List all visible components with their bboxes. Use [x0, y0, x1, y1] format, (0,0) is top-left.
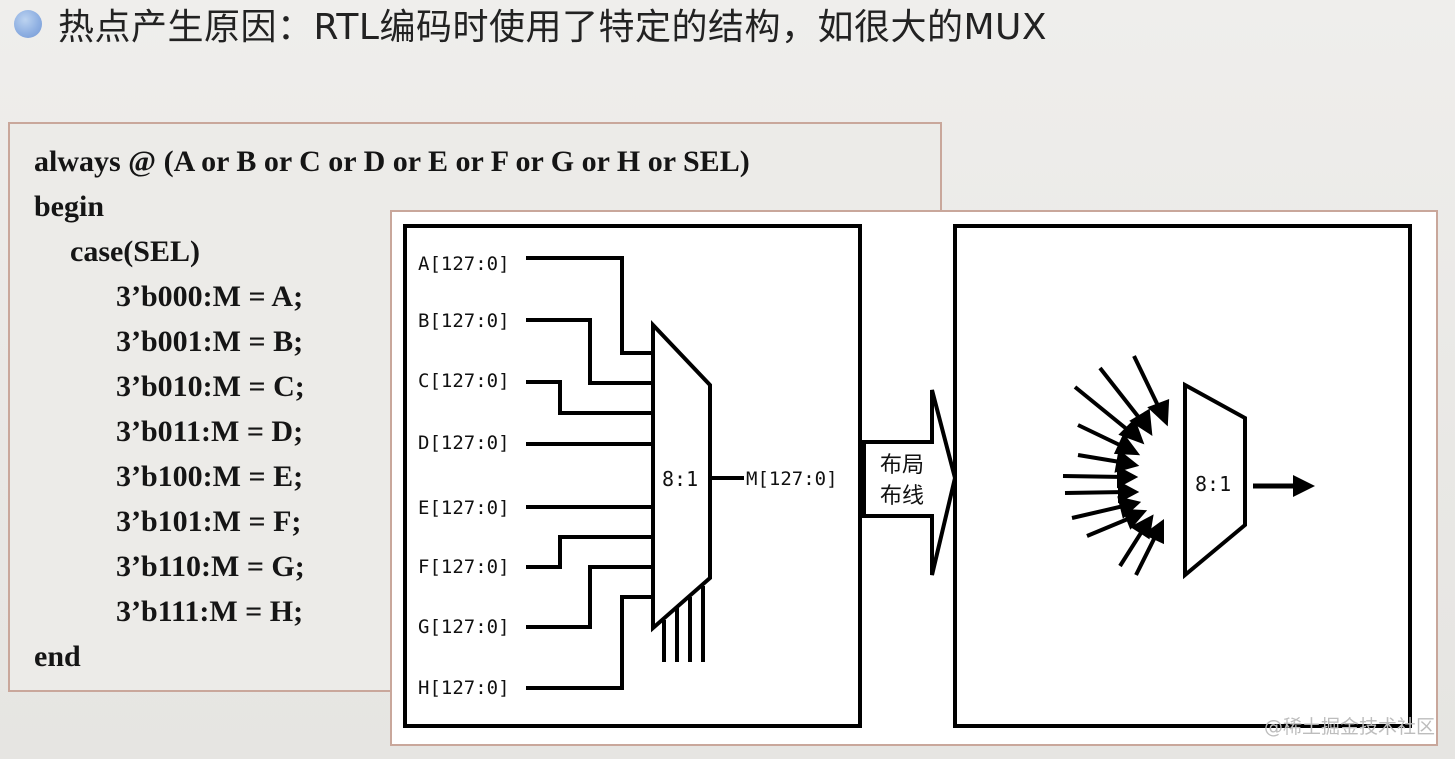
code-line: end	[34, 640, 81, 673]
place-route-label-1: 布局	[880, 453, 924, 478]
input-label-g: G[127:0]	[418, 616, 510, 638]
code-line: 3’b100:M = E;	[116, 460, 304, 493]
bullet-icon	[14, 10, 42, 38]
slide-title: 热点产生原因：RTL编码时使用了特定的结构，如很大的MUX	[58, 7, 1048, 48]
code-line: always @ (A or B or C or D or E or F or …	[34, 145, 750, 178]
code-line: 3’b010:M = C;	[116, 370, 305, 403]
code-line: begin	[34, 190, 105, 223]
wire-g	[526, 565, 653, 629]
rtl-panel	[403, 224, 862, 728]
wire-h	[526, 595, 653, 690]
verilog-code-block: always @ (A or B or C or D or E or F or …	[34, 139, 750, 679]
input-wires	[526, 256, 653, 690]
code-line: case(SEL)	[70, 235, 200, 268]
congestion-arrows	[1062, 355, 1170, 576]
slide-title-row: 热点产生原因：RTL编码时使用了特定的结构，如很大的MUX	[14, 2, 1047, 48]
input-label-b: B[127:0]	[418, 310, 510, 332]
watermark: @稀土掘金技术社区	[1263, 716, 1435, 738]
wire-c	[526, 380, 653, 415]
mux-right	[1183, 381, 1247, 580]
mux-right-label: 8:1	[1195, 472, 1231, 496]
place-route-arrow	[862, 389, 958, 576]
wire-b	[526, 318, 653, 385]
input-label-e: E[127:0]	[418, 497, 510, 519]
wire-f	[526, 535, 653, 569]
place-route-label-2: 布线	[880, 484, 924, 509]
mux-right-output-arrowhead	[1293, 475, 1315, 497]
input-label-d: D[127:0]	[418, 432, 510, 454]
code-line: 3’b111:M = H;	[116, 595, 304, 628]
input-label-h: H[127:0]	[418, 677, 510, 699]
code-line: 3’b000:M = A;	[116, 280, 304, 313]
mux-left-label: 8:1	[662, 467, 698, 491]
code-line: 3’b001:M = B;	[116, 325, 304, 358]
mux-diagram: A[127:0] B[127:0] C[127:0] D[127:0] E[12…	[403, 224, 1412, 728]
output-label: M[127:0]	[746, 468, 838, 490]
code-line: 3’b011:M = D;	[116, 415, 304, 448]
input-label-a: A[127:0]	[418, 253, 510, 275]
code-line: 3’b110:M = G;	[116, 550, 305, 583]
layout-panel	[953, 224, 1412, 728]
input-label-c: C[127:0]	[418, 370, 510, 392]
select-lines	[662, 586, 705, 662]
wire-a	[526, 256, 653, 355]
mux-left	[651, 319, 712, 633]
code-line: 3’b101:M = F;	[116, 505, 302, 538]
input-label-f: F[127:0]	[418, 556, 510, 578]
